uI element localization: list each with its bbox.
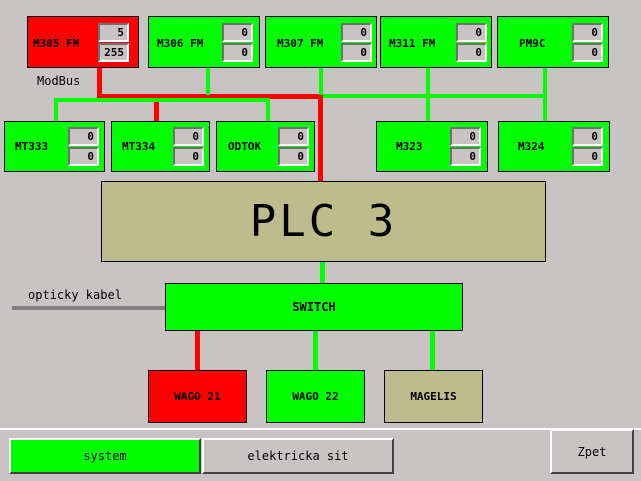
device-m306[interactable]: M306 FM 0 0	[148, 16, 260, 68]
modbus-label: ModBus	[37, 74, 81, 88]
device-value-2: 0	[456, 43, 487, 62]
device-value-2: 0	[278, 147, 309, 166]
device-m324[interactable]: M324 0 0	[498, 121, 610, 172]
device-value-1: 5	[98, 23, 129, 42]
modbus-wire-green	[319, 68, 323, 95]
device-wago22[interactable]: WAGO 22	[266, 370, 365, 423]
device-label: MT334	[122, 140, 156, 153]
modbus-wire-red	[97, 94, 323, 99]
device-m305[interactable]: M305 FM 5 255	[27, 16, 139, 68]
device-label: M305 FM	[33, 37, 80, 50]
modbus-wire-green	[323, 94, 547, 98]
device-m311[interactable]: M311 FM 0 0	[380, 16, 492, 68]
device-value-1: 0	[68, 127, 99, 146]
device-value-2: 255	[98, 43, 129, 62]
modbus-wire-red	[154, 96, 159, 122]
switch-wago21-wire	[195, 330, 200, 371]
device-magelis[interactable]: MAGELIS	[384, 370, 483, 423]
device-odtok[interactable]: ODTOK 0 0	[216, 121, 315, 172]
back-button[interactable]: Zpet	[550, 429, 634, 474]
device-pm9c[interactable]: PM9C 0 0	[497, 16, 609, 68]
device-value-2: 0	[572, 147, 603, 166]
device-value-1: 0	[456, 23, 487, 42]
device-m307[interactable]: M307 FM 0 0	[265, 16, 377, 68]
device-label: M307 FM	[277, 37, 324, 50]
device-label: WAGO 21	[174, 390, 221, 403]
device-value-1: 0	[173, 127, 204, 146]
switch-wago22-wire	[313, 330, 318, 371]
modbus-wire-green	[54, 98, 58, 122]
device-mt333[interactable]: MT333 0 0	[4, 121, 105, 172]
optic-cable-wire	[12, 306, 166, 310]
optic-cable-label: opticky kabel	[28, 288, 122, 302]
plc-switch-wire	[320, 262, 325, 284]
device-mt334[interactable]: MT334 0 0	[111, 121, 210, 172]
device-wago21[interactable]: WAGO 21	[148, 370, 247, 423]
device-value-2: 0	[173, 147, 204, 166]
device-value-1: 0	[572, 127, 603, 146]
device-value-2: 0	[572, 43, 603, 62]
device-label: ODTOK	[228, 140, 262, 153]
nav-system-button[interactable]: system	[9, 438, 201, 474]
device-label: M306 FM	[157, 37, 204, 50]
modbus-wire-red	[97, 68, 102, 98]
device-label: MT333	[15, 140, 49, 153]
device-value-1: 0	[341, 23, 372, 42]
device-value-1: 0	[222, 23, 253, 42]
modbus-wire-red	[318, 94, 323, 182]
device-value-2: 0	[450, 147, 481, 166]
device-value-2: 0	[68, 147, 99, 166]
modbus-wire-green	[266, 98, 270, 122]
device-label: M324	[518, 140, 545, 153]
modbus-wire-green	[206, 68, 210, 95]
device-value-2: 0	[341, 43, 372, 62]
plc-label: PLC 3	[249, 196, 398, 247]
plc-box[interactable]: PLC 3	[101, 181, 546, 262]
switch-box[interactable]: SWITCH	[165, 283, 463, 331]
device-value-2: 0	[222, 43, 253, 62]
device-m323[interactable]: M323 0 0	[376, 121, 488, 172]
switch-label: SWITCH	[292, 300, 336, 314]
device-label: PM9C	[519, 37, 546, 50]
switch-magelis-wire	[430, 330, 435, 371]
device-label: MAGELIS	[410, 390, 457, 403]
device-value-1: 0	[278, 127, 309, 146]
device-label: WAGO 22	[292, 390, 339, 403]
device-label: M311 FM	[389, 37, 436, 50]
device-label: M323	[396, 140, 423, 153]
device-value-1: 0	[450, 127, 481, 146]
nav-elektricka-sit-button[interactable]: elektricka sit	[202, 438, 394, 474]
modbus-wire-green	[54, 98, 269, 102]
device-value-1: 0	[572, 23, 603, 42]
